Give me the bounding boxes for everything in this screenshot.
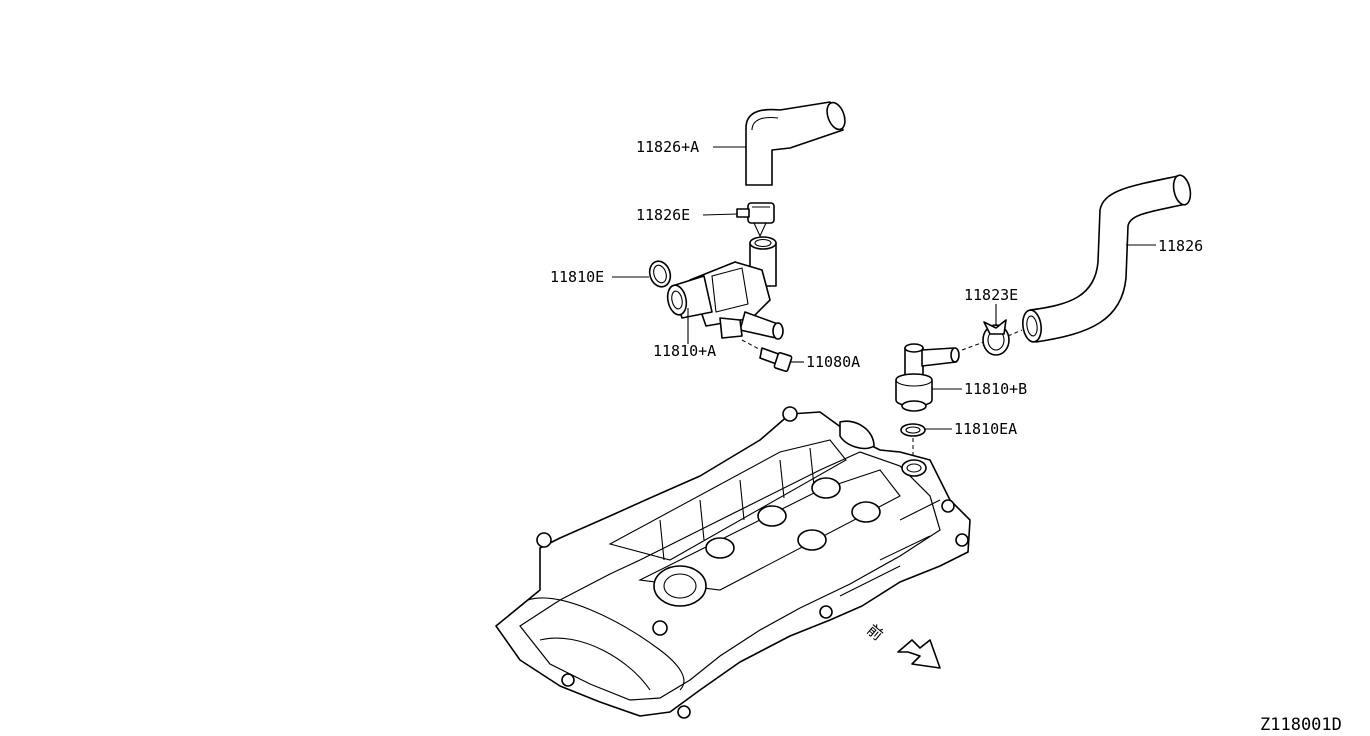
leader-lines: [612, 146, 1156, 430]
clamp-11823e[interactable]: [982, 319, 1010, 356]
pcv-valve-11810-b[interactable]: [895, 343, 960, 412]
diagram-code: Z118001D: [1260, 715, 1342, 735]
clamp-11826e[interactable]: [736, 202, 775, 238]
callout-11826: 11826: [1158, 237, 1203, 255]
callout-11810-a: 11810+A: [653, 342, 716, 360]
callout-11080a: 11080A: [806, 353, 860, 371]
bolt-11080a[interactable]: [741, 339, 793, 373]
front-direction-arrow-icon: [897, 639, 941, 669]
valve-cover[interactable]: [495, 406, 971, 719]
callout-11810e: 11810E: [550, 268, 604, 286]
front-mark-label: 前: [863, 621, 886, 644]
callout-11810ea: 11810EA: [954, 420, 1017, 438]
callout-11826e: 11826E: [636, 206, 690, 224]
hose-11826[interactable]: [1021, 174, 1193, 343]
hose-11826-a[interactable]: [745, 100, 848, 186]
o-ring-11810e[interactable]: [646, 259, 673, 290]
o-ring-11810ea[interactable]: [900, 423, 926, 437]
callout-11826-a: 11826+A: [636, 138, 699, 156]
callout-11810-b: 11810+B: [964, 380, 1027, 398]
pcv-valve-11810-a[interactable]: [665, 236, 784, 340]
callout-11823e: 11823E: [964, 286, 1018, 304]
